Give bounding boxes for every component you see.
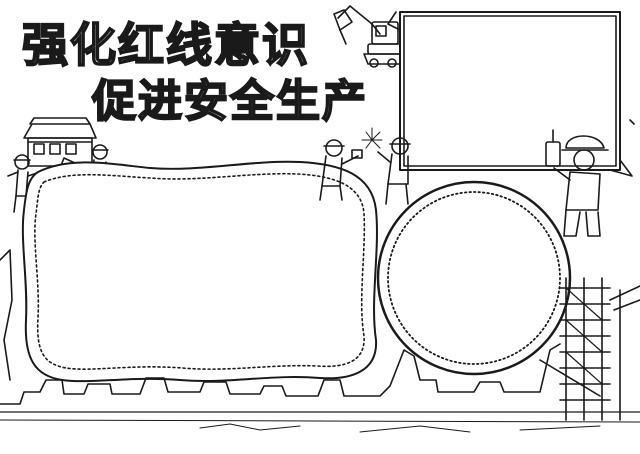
- house-icon: [23, 117, 97, 167]
- worker-icon: [377, 137, 411, 205]
- text-frame-round: [376, 180, 572, 376]
- drill-icon: [545, 129, 561, 167]
- poster-title-line-1: 强化红线意识: [21, 18, 310, 72]
- skyline-icon: [0, 249, 640, 433]
- note-frame-top-right: [387, 11, 635, 177]
- text-frame-left: [21, 160, 378, 383]
- scaffold-icon: [539, 277, 640, 421]
- poster-title-line-2: 促进安全生产: [91, 76, 368, 127]
- welding-spark-icon: [361, 127, 383, 149]
- worker-icon: [553, 135, 609, 237]
- worker-icon: [319, 139, 363, 201]
